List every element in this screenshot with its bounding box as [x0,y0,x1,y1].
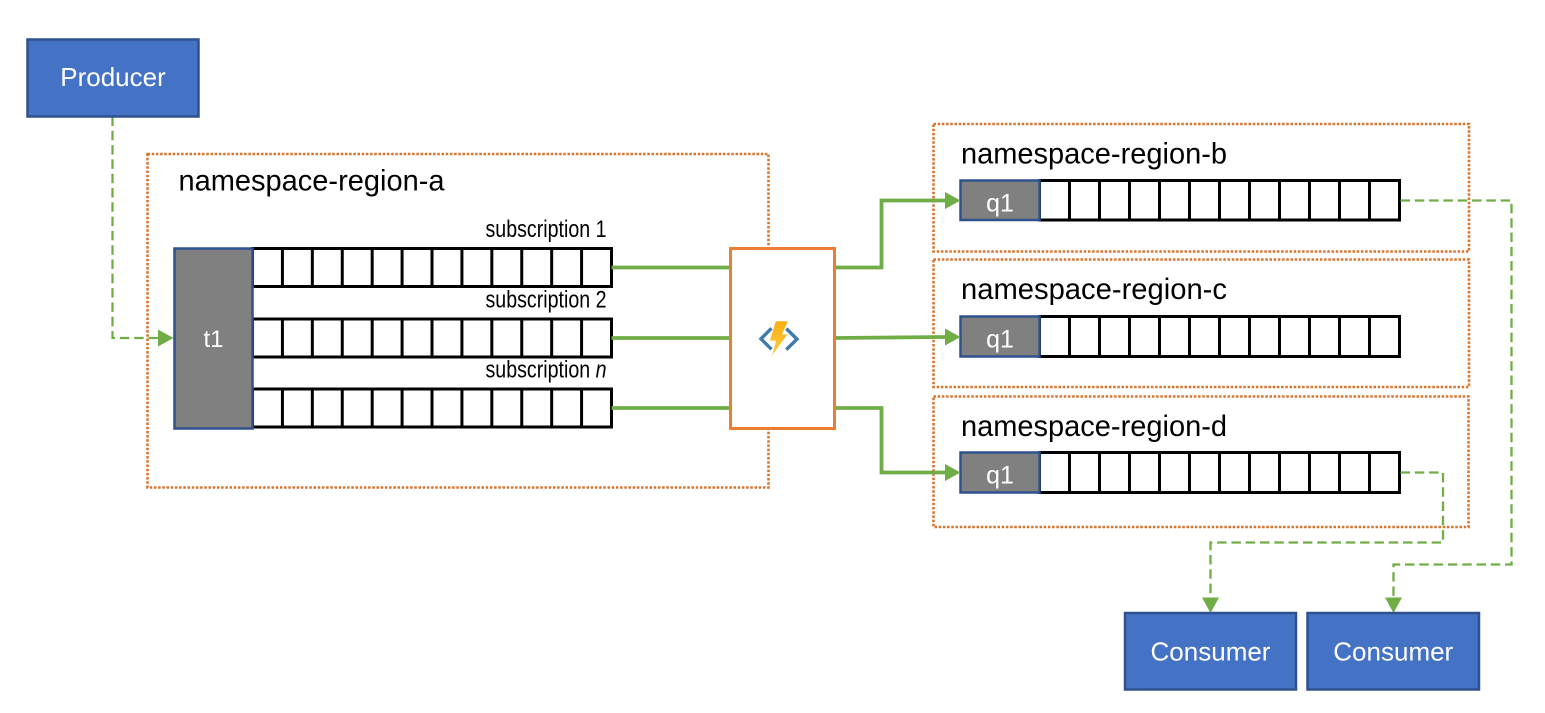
svg-text:subscription 1: subscription 1 [486,216,607,243]
svg-text:q1: q1 [986,462,1014,490]
svg-text:subscription n: subscription n [486,357,607,384]
svg-text:t1: t1 [203,326,223,353]
svg-text:q1: q1 [986,189,1014,217]
svg-text:namespace-region-a: namespace-region-a [179,165,446,198]
svg-text:subscription 2: subscription 2 [486,287,607,314]
svg-text:namespace-region-d: namespace-region-d [961,410,1227,443]
svg-text:q1: q1 [986,326,1014,354]
svg-text:Producer: Producer [60,62,166,92]
svg-text:namespace-region-b: namespace-region-b [961,138,1227,171]
svg-text:Consumer: Consumer [1333,636,1453,666]
svg-text:Consumer: Consumer [1151,636,1271,666]
svg-text:namespace-region-c: namespace-region-c [961,273,1227,306]
